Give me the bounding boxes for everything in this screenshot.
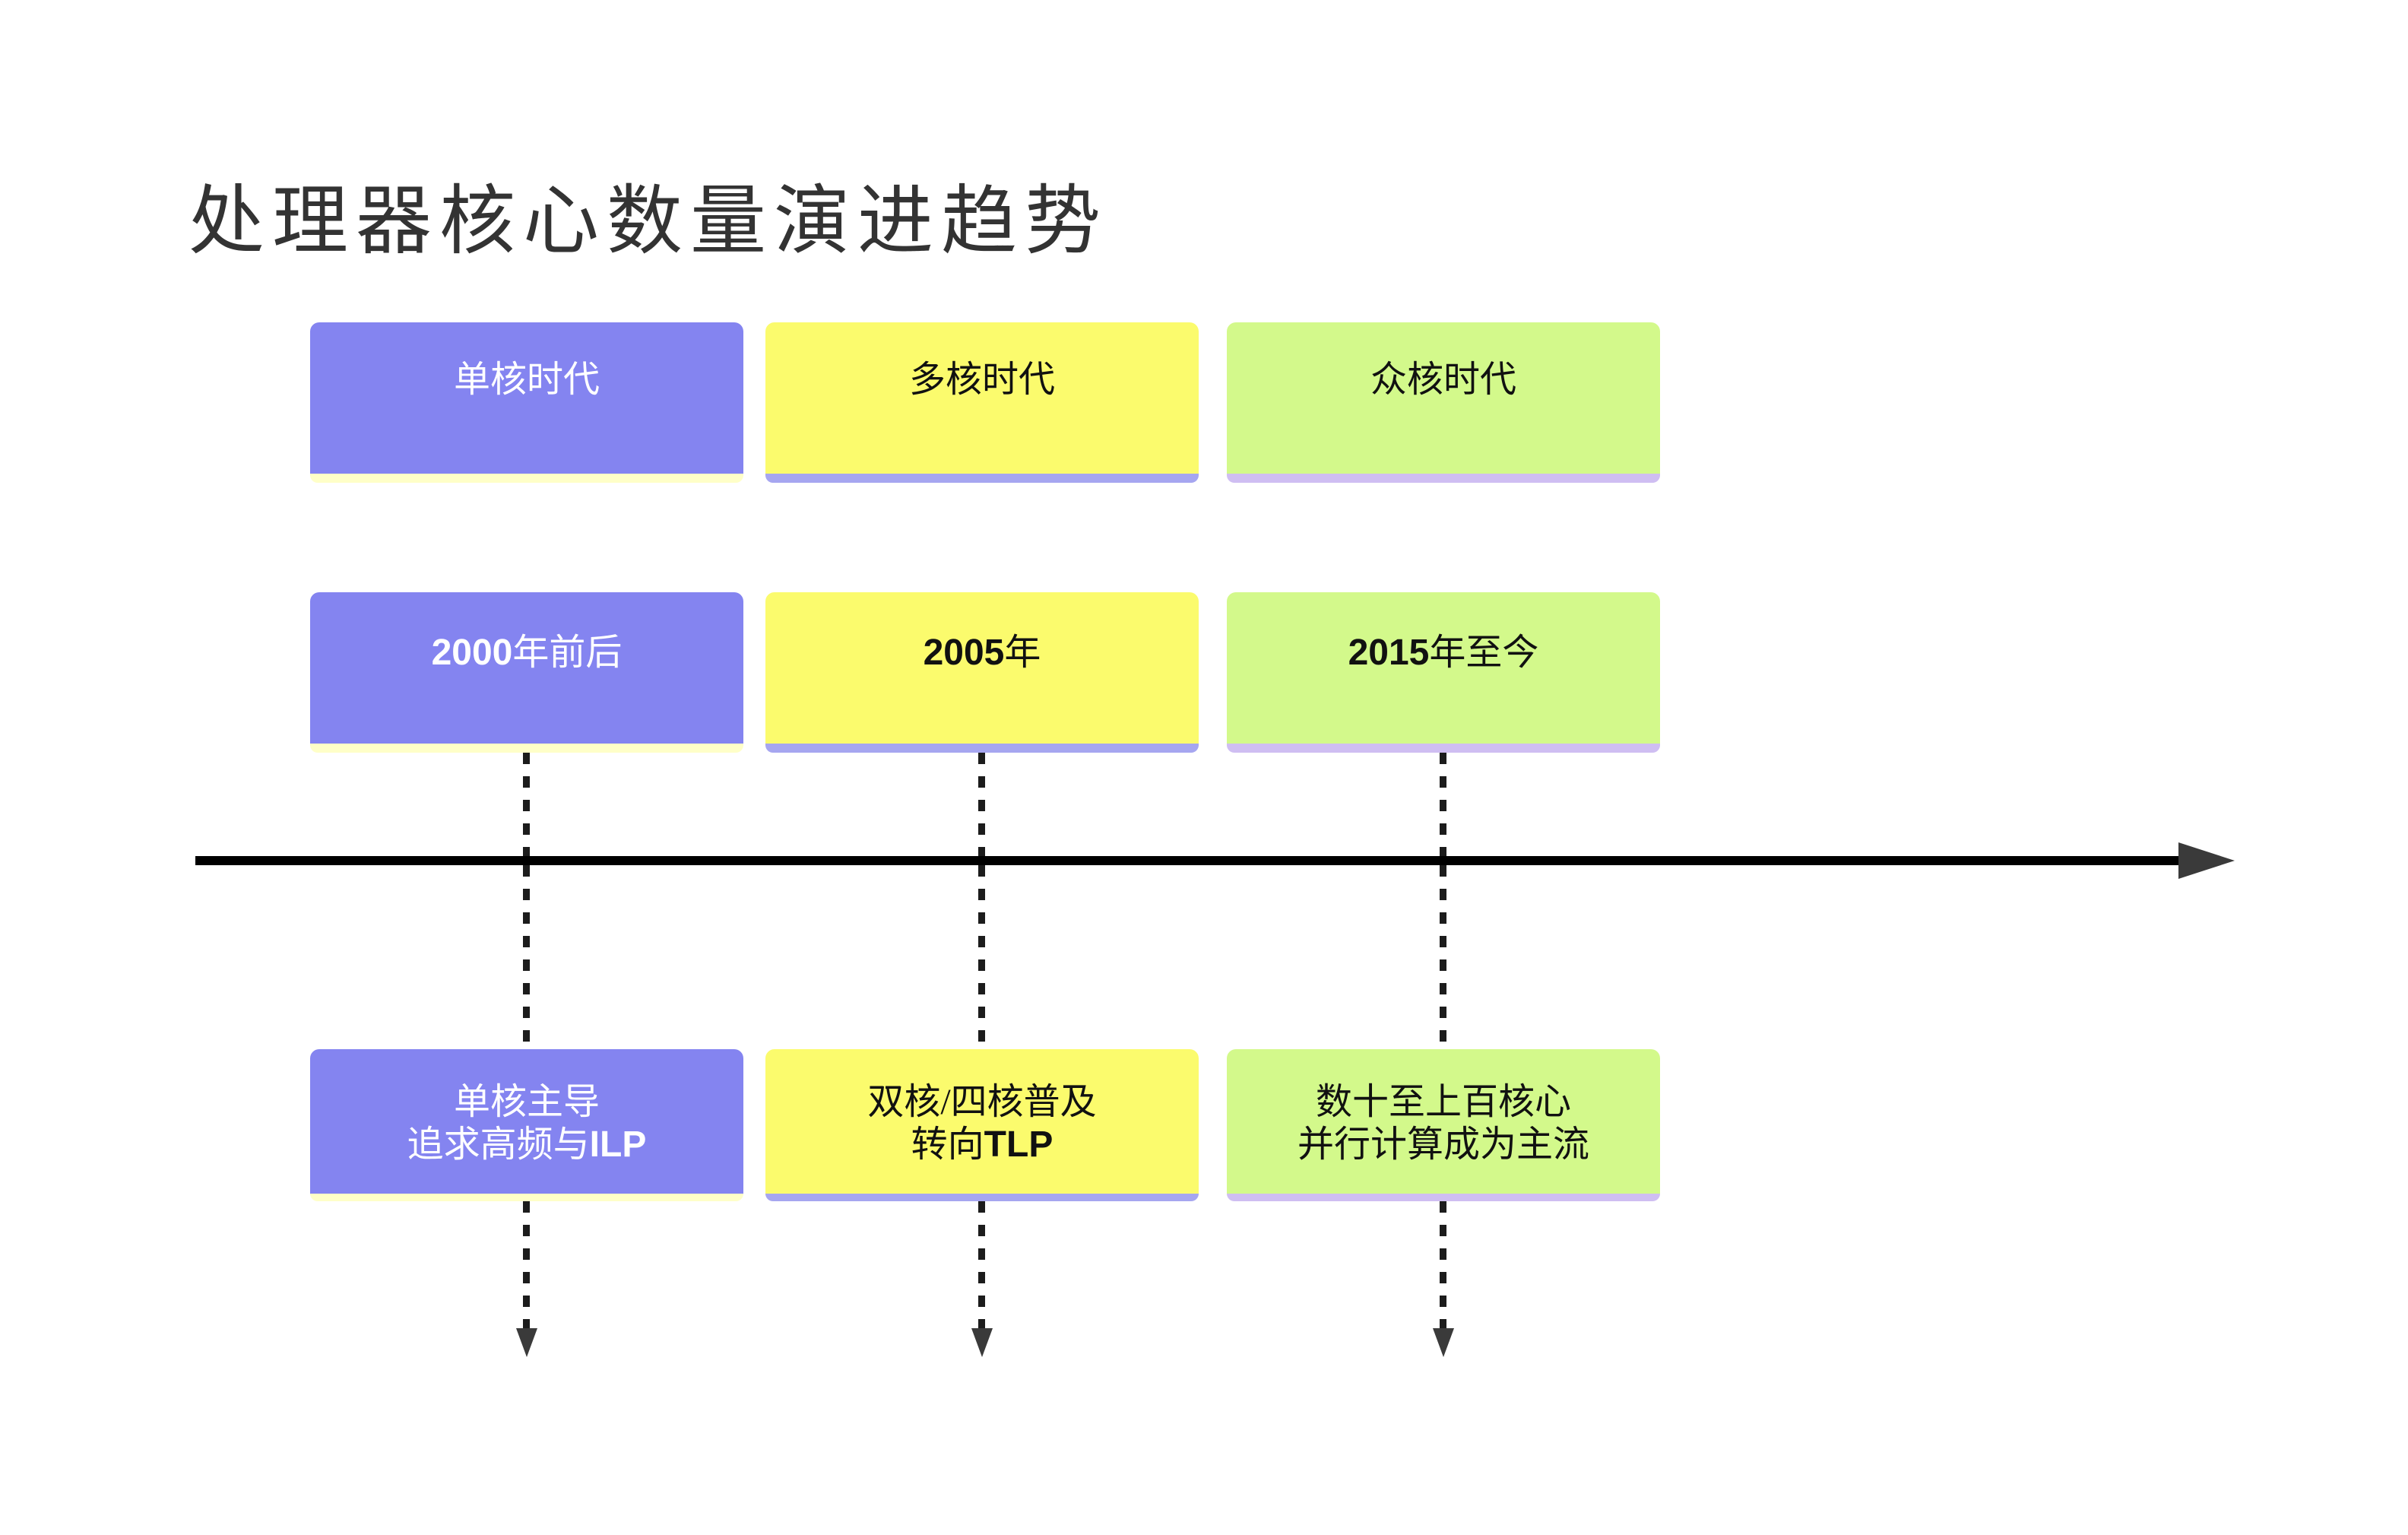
era-box-many-core: 众核时代 bbox=[1227, 322, 1660, 483]
diagram-title: 处理器核心数量演进趋势 bbox=[189, 179, 1108, 264]
era-box-multi-core: 多核时代 bbox=[765, 322, 1199, 483]
dashed-connector bbox=[978, 1201, 985, 1328]
era-label: 多核时代 bbox=[908, 360, 1055, 400]
dashed-connector bbox=[523, 753, 530, 856]
description-line: 追求高频与ILP bbox=[407, 1124, 647, 1165]
description-line: 数十至上百核心 bbox=[1315, 1082, 1571, 1122]
description-box-many-core: 数十至上百核心 并行计算成为主流 bbox=[1227, 1049, 1660, 1201]
description-line: 单核主导 bbox=[453, 1082, 600, 1122]
down-arrowhead-icon bbox=[516, 1328, 537, 1357]
era-box-single-core: 单核时代 bbox=[310, 322, 743, 483]
down-arrowhead-icon bbox=[971, 1328, 993, 1357]
dashed-connector bbox=[978, 865, 985, 1049]
timeline-arrowhead-icon bbox=[2178, 842, 2235, 879]
period-box-many-core: 2015年至今 bbox=[1227, 592, 1660, 753]
period-label: 2005年 bbox=[923, 633, 1041, 673]
description-line: 双核/四核普及 bbox=[867, 1082, 1097, 1122]
timeline-axis bbox=[195, 856, 2179, 865]
era-label: 单核时代 bbox=[453, 360, 600, 400]
era-label: 众核时代 bbox=[1370, 360, 1516, 400]
dashed-connector bbox=[1440, 865, 1446, 1049]
description-box-multi-core: 双核/四核普及 转向TLP bbox=[765, 1049, 1199, 1201]
description-line: 转向TLP bbox=[911, 1124, 1054, 1165]
dashed-connector bbox=[1440, 753, 1446, 856]
dashed-connector bbox=[1440, 1201, 1446, 1328]
period-label: 2000年前后 bbox=[431, 633, 623, 673]
down-arrowhead-icon bbox=[1433, 1328, 1454, 1357]
dashed-connector bbox=[523, 1201, 530, 1328]
period-label: 2015年至今 bbox=[1348, 633, 1539, 673]
dashed-connector bbox=[523, 865, 530, 1049]
description-box-single-core: 单核主导 追求高频与ILP bbox=[310, 1049, 743, 1201]
period-box-multi-core: 2005年 bbox=[765, 592, 1199, 753]
dashed-connector bbox=[978, 753, 985, 856]
description-line: 并行计算成为主流 bbox=[1297, 1124, 1589, 1165]
period-box-single-core: 2000年前后 bbox=[310, 592, 743, 753]
